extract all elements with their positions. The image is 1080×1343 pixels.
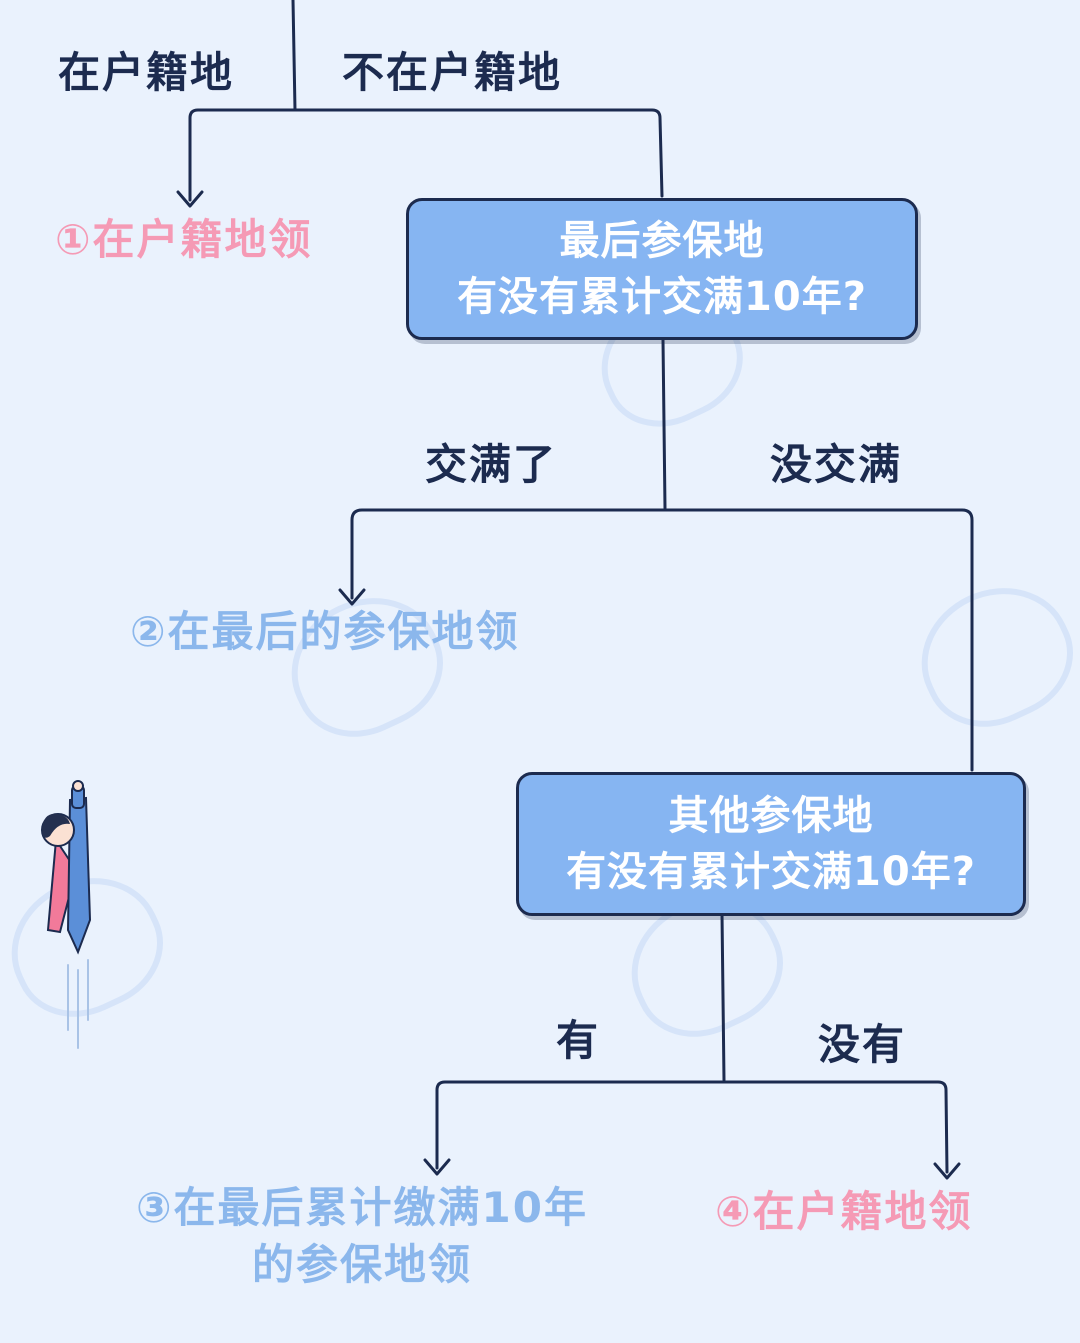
branch-label-not-in-hukou: 不在户籍地 xyxy=(342,48,563,97)
branch-label-in-hukou: 在户籍地 xyxy=(58,48,235,97)
decision-1-line-1: 最后参保地 xyxy=(559,218,765,264)
decision-2-line-1: 其他参保地 xyxy=(668,793,874,839)
outcome-3-line-2: 的参保地领 xyxy=(251,1239,472,1289)
arrow-to-outcome-4 xyxy=(933,1162,961,1180)
arrow-to-outcome-2 xyxy=(338,588,366,606)
connector-decision-2-down xyxy=(720,912,726,1082)
branch-label-paid-full: 交满了 xyxy=(425,440,558,489)
decision-box-2: 其他参保地 有没有累计交满10年? xyxy=(516,772,1026,916)
outcome-3: ③在最后累计缴满10年 的参保地领 xyxy=(112,1180,612,1293)
decision-1-line-2: 有没有累计交满10年? xyxy=(457,274,867,320)
outcome-4: ④在户籍地领 xyxy=(715,1187,973,1236)
branch-label-not-paid-full: 没交满 xyxy=(770,440,903,489)
outcome-3-line-1: ③在最后累计缴满10年 xyxy=(135,1183,588,1232)
outcome-2: ②在最后的参保地领 xyxy=(130,607,520,656)
decision-2-line-2: 有没有累计交满10年? xyxy=(566,849,976,895)
decision-box-1: 最后参保地 有没有累计交满10年? xyxy=(406,198,918,340)
connector-mid-split xyxy=(350,508,974,772)
branch-label-no: 没有 xyxy=(818,1020,907,1069)
connector-decision-1-down xyxy=(661,338,667,510)
connector-top-trunk xyxy=(291,0,297,112)
outcome-1: ①在户籍地领 xyxy=(55,215,313,264)
arrow-to-outcome-1 xyxy=(176,190,204,208)
connector-top-split xyxy=(188,108,664,202)
flying-superhero-icon xyxy=(41,780,92,1049)
connector-bottom-split xyxy=(435,1080,949,1174)
branch-label-yes: 有 xyxy=(556,1016,601,1065)
arrow-to-outcome-3 xyxy=(423,1158,451,1176)
